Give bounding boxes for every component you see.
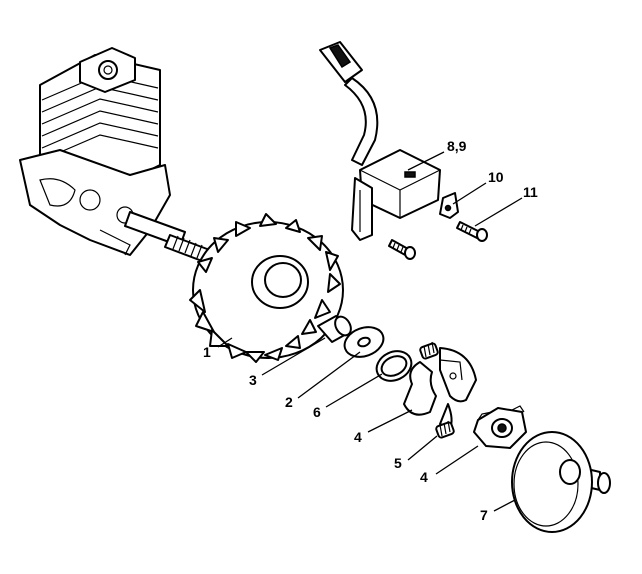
- label-clutch-drum: 7: [480, 507, 488, 523]
- clutch-drum: [511, 431, 611, 533]
- label-ignition-module: 8,9: [447, 138, 467, 154]
- spacer: [317, 315, 352, 343]
- washer: [343, 326, 385, 358]
- label-spring: 5: [394, 455, 402, 471]
- bracket: [439, 192, 459, 219]
- label-flywheel: 1: [203, 344, 211, 360]
- screw: [456, 221, 488, 242]
- label-screw: 11: [523, 184, 538, 200]
- module-screw: [388, 239, 416, 260]
- label-clutch-hub: 4: [420, 469, 428, 485]
- label-clutch-shoe: 4: [354, 429, 362, 445]
- label-washer: 6: [313, 404, 321, 420]
- washer-ring: [375, 350, 413, 382]
- label-bracket: 10: [488, 169, 504, 185]
- spring: [435, 420, 455, 439]
- engine-cylinder: [19, 47, 216, 265]
- leader-lines: [217, 151, 523, 512]
- clutch-hub: [473, 405, 527, 449]
- ignition-module: [319, 41, 441, 260]
- label-sleeve: 2: [285, 394, 293, 410]
- clutch-shoes: [403, 341, 477, 429]
- spring-top: [419, 341, 439, 360]
- label-spacer: 3: [249, 372, 257, 388]
- flywheel: [189, 213, 344, 363]
- part-labels: 1 3 2 6 4 5 4 7 8,9 10 11: [203, 138, 538, 523]
